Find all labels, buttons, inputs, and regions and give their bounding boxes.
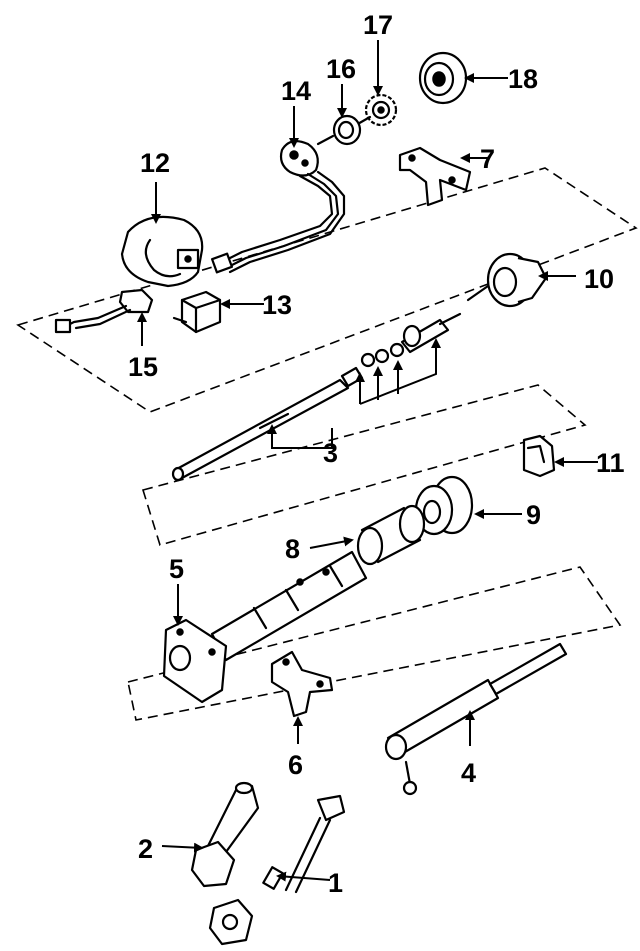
callout-13: 13 [262,290,292,320]
part-18-bearing [418,51,468,105]
callout-4: 4 [461,758,476,788]
part-3-upper-shaft [171,312,462,482]
callout-16: 16 [326,54,356,84]
callout-14: 14 [281,76,311,106]
part-7-bracket [398,146,472,207]
part-15-switch [54,288,154,334]
lower-assembly-panel [127,566,622,721]
upper-assembly-panel [16,167,638,413]
part-13-block [172,290,222,334]
part-2-coupler [190,781,260,888]
callout-3: 3 [323,438,338,468]
leader-lines [137,40,598,882]
part-9-bearing-housing [414,475,474,536]
part-14-switch-harness [210,139,346,274]
callout-17: 17 [363,10,393,40]
part-10-sleeve [466,252,548,308]
callout-labels: 1 2 3 4 5 6 7 8 9 10 11 12 13 14 15 16 1… [128,10,625,898]
part-5-column-jacket [162,550,368,704]
callout-5: 5 [169,554,184,584]
part-11-clip [522,434,556,478]
callout-6: 6 [288,750,303,780]
part-6-bracket [270,650,334,718]
callout-12: 12 [140,148,170,178]
callout-1: 1 [328,868,343,898]
callout-2: 2 [138,834,153,864]
part-8-sleeve [356,504,426,566]
part-16-bushing [316,114,362,146]
callout-15: 15 [128,352,158,382]
callout-9: 9 [526,500,541,530]
part-1-intermediate-shaft [208,794,346,946]
callout-18: 18 [508,64,538,94]
part-17-gear [354,93,398,127]
callout-7: 7 [480,144,495,174]
callout-11: 11 [596,448,625,478]
callout-8: 8 [285,534,300,564]
callout-10: 10 [584,264,614,294]
part-4-lower-shaft [384,642,568,796]
part-12-housing [120,215,204,288]
shaft-assembly-panel [141,384,587,546]
